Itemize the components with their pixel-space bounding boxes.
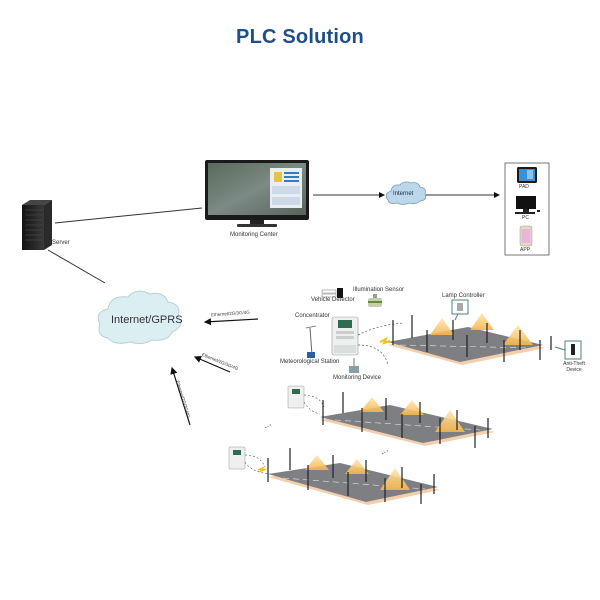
illumination-sensor-label: Illumination Sensor: [353, 287, 405, 293]
lightning-icon: [379, 336, 391, 345]
server-label: Server: [52, 240, 70, 246]
vehicle-detector-label: Vehicle Detector: [311, 297, 355, 303]
internet-gprs-cloud-icon: [97, 290, 182, 345]
tablet-icon: [517, 167, 537, 183]
concentrator-icon: [331, 316, 359, 356]
internet-cloud-icon: [385, 181, 427, 205]
client-label-pad: PAD: [519, 184, 529, 190]
anti-theft-device-icon: [554, 340, 582, 360]
arrow-link-3: [170, 366, 191, 426]
monitoring-center-label: Monitoring Center: [230, 232, 278, 238]
road-segment-1: [388, 313, 552, 365]
vehicle-detector-icon: [321, 288, 343, 298]
anti-theft-line2: Device: [566, 367, 582, 373]
arrow-link-2: [193, 356, 231, 373]
meteorological-station-label: Meteorological Station: [280, 359, 340, 365]
internet-gprs-label: Internet/GPRS: [111, 314, 183, 326]
server-rack-icon: [22, 200, 52, 250]
monitoring-device-label: Monitoring Device: [333, 375, 382, 381]
link-server-gprs: [47, 249, 106, 284]
arrow-link-1: [203, 318, 259, 326]
anti-theft-line1: Anti-Theft: [563, 361, 585, 367]
clients-panel: [504, 162, 550, 256]
signal-dashes: [357, 322, 404, 366]
road-segment-3: [228, 446, 440, 505]
concentrator-label: Concentrator: [295, 313, 330, 319]
road-segment-2: [287, 385, 495, 448]
anti-theft-device-label: Anti-Theft Device: [562, 361, 586, 373]
client-label-app: APP: [520, 247, 531, 253]
smartphone-icon: [519, 225, 533, 247]
page-title: PLC Solution: [236, 26, 364, 48]
desktop-pc-icon: [515, 196, 540, 214]
lamp-controller-label: Lamp Controller: [442, 293, 485, 299]
lamp-controller-icon: [451, 299, 469, 321]
internet-label: Internet: [393, 191, 414, 197]
monitoring-device-icon: [349, 358, 359, 373]
link-server-monitor: [54, 207, 203, 224]
monitor-icon: [205, 160, 309, 227]
meteorological-station-icon: [305, 325, 317, 358]
client-label-pc: PC: [522, 215, 529, 221]
illumination-sensor-icon: [368, 294, 382, 307]
